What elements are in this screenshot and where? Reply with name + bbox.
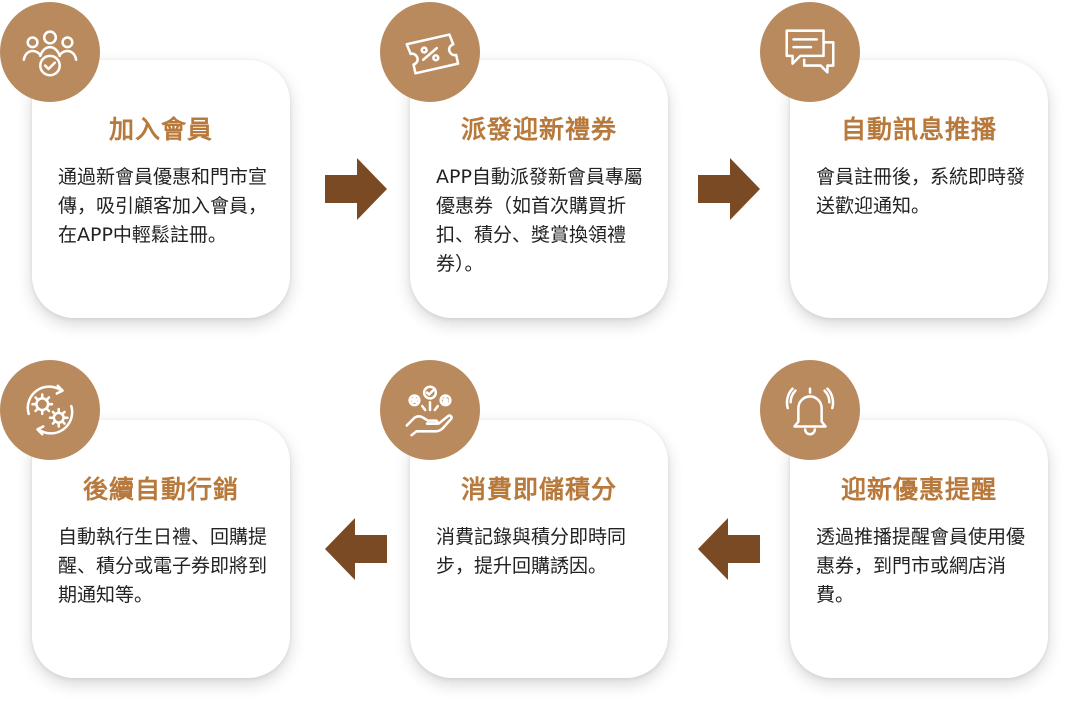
step-title: 加入會員	[108, 115, 213, 144]
flow-arrow-right-2	[698, 158, 760, 220]
step-card-followup: 後續自動行銷 自動執行生日禮、回購提醒、積分或電子券即將到期通知等。	[32, 420, 290, 678]
coupon-ticket-icon	[380, 2, 480, 102]
step-description: 消費記錄與積分即時同步，提升回購誘因。	[436, 526, 627, 577]
step-card-coupon: 派發迎新禮券 APP自動派發新會員專屬優惠券（如首次購買折扣、積分、獎賞換領禮券…	[410, 60, 668, 318]
step-card-join: 加入會員 通過新會員優惠和門市宣傳，吸引顧客加入會員，在APP中輕鬆註冊。	[32, 60, 290, 318]
members-group-icon	[0, 2, 100, 102]
bell-icon	[760, 360, 860, 460]
gears-cycle-icon	[0, 360, 100, 460]
step-title: 自動訊息推播	[840, 115, 997, 144]
step-description: 透過推播提醒會員使用優惠券，到門市或網店消費。	[816, 526, 1026, 606]
flow-arrow-right-1	[325, 158, 387, 220]
step-card-points: 消費即儲積分 消費記錄與積分即時同步，提升回購誘因。	[410, 420, 668, 678]
step-description: 自動執行生日禮、回購提醒、積分或電子券即將到期通知等。	[58, 526, 268, 606]
step-description: 通過新會員優惠和門市宣傳，吸引顧客加入會員，在APP中輕鬆註冊。	[58, 166, 268, 246]
step-title: 後續自動行銷	[82, 475, 239, 504]
step-description: APP自動派發新會員專屬優惠券（如首次購買折扣、積分、獎賞換領禮券）。	[436, 166, 643, 275]
step-description: 會員註冊後，系統即時發送歡迎通知。	[816, 166, 1026, 217]
step-title: 派發迎新禮券	[460, 115, 617, 144]
message-bubbles-icon	[760, 2, 860, 102]
step-card-push: 自動訊息推播 會員註冊後，系統即時發送歡迎通知。	[790, 60, 1048, 318]
step-title: 消費即儲積分	[460, 475, 617, 504]
flow-arrow-left-1	[325, 518, 387, 580]
hand-rewards-icon	[380, 360, 480, 460]
flow-arrow-left-2	[698, 518, 760, 580]
step-title: 迎新優惠提醒	[840, 475, 997, 504]
step-card-reminder: 迎新優惠提醒 透過推播提醒會員使用優惠券，到門市或網店消費。	[790, 420, 1048, 678]
